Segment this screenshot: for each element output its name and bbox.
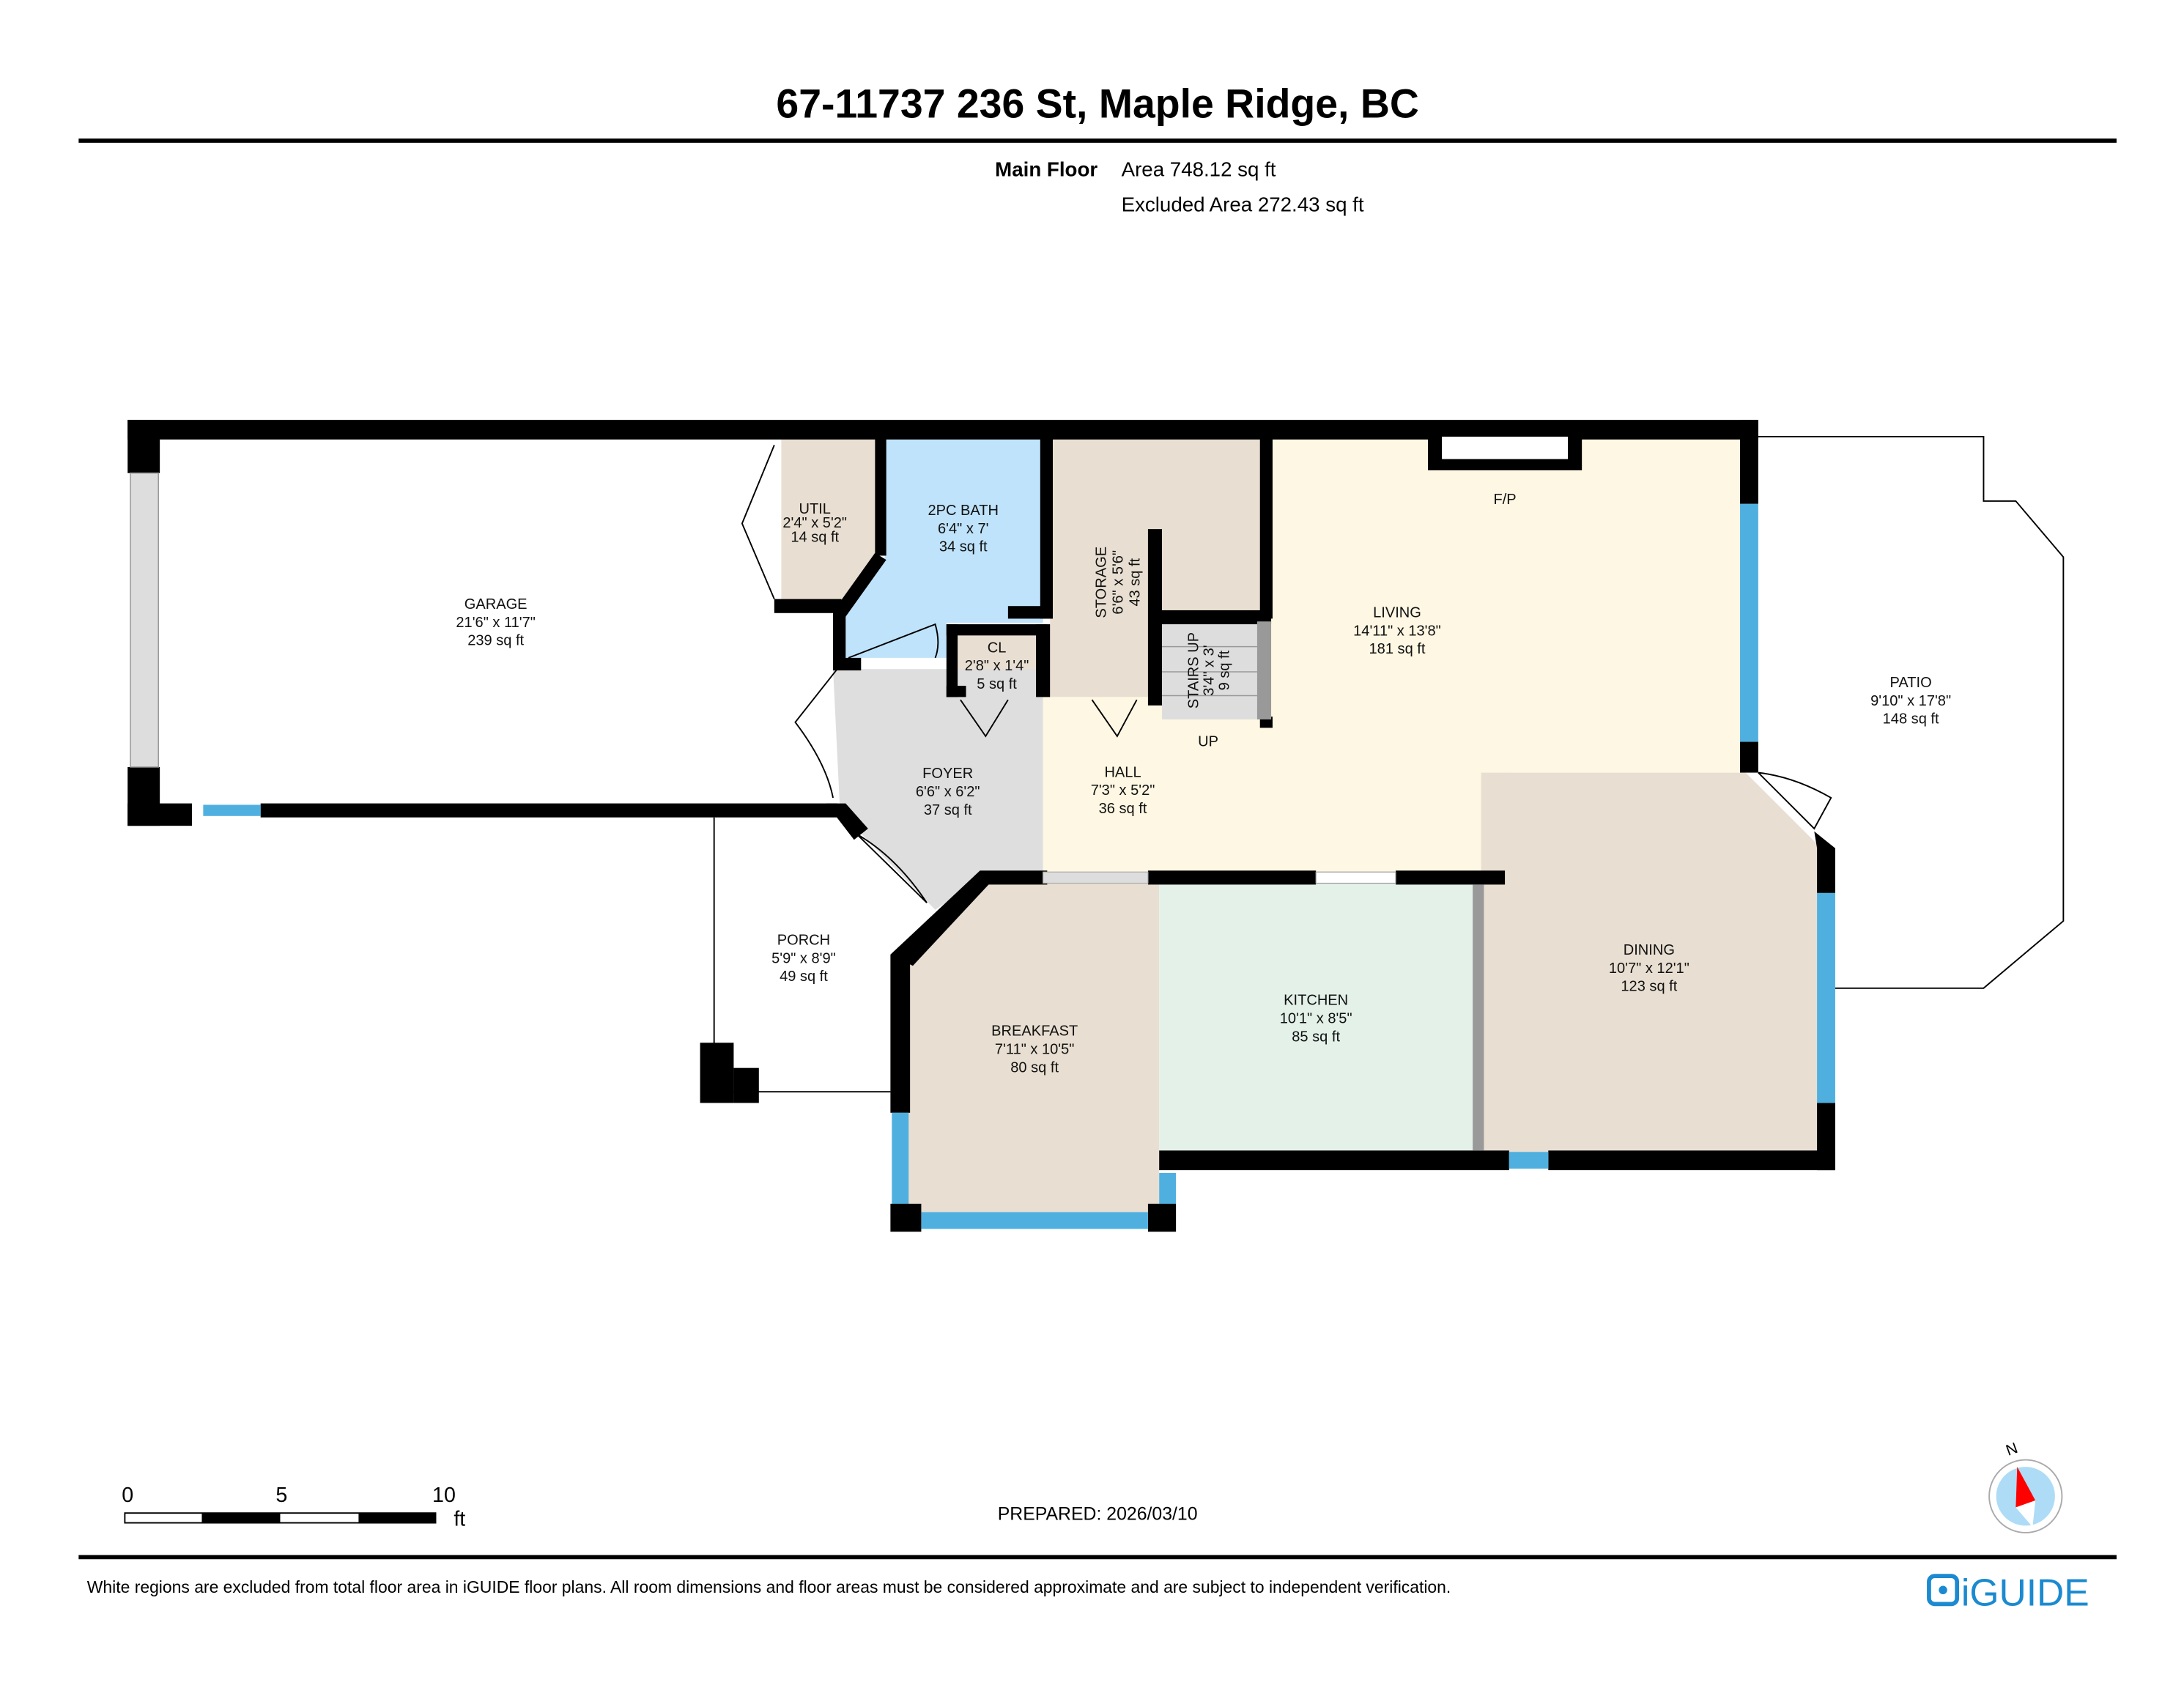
room-dims: 10'7" x 12'1" <box>1609 960 1689 977</box>
floor-area: Area 748.12 sq ft <box>1122 158 1276 181</box>
compass-north-label: N <box>2004 1440 2020 1459</box>
room-area: 14 sq ft <box>791 529 839 545</box>
scale-label-10: 10 <box>432 1484 456 1507</box>
room-dims: 6'4" x 7' <box>938 521 988 537</box>
room-area: 80 sq ft <box>1010 1059 1059 1076</box>
room-name: STORAGE <box>1094 547 1110 618</box>
room-kitchen: KITCHEN 10'1" x 8'5" 85 sq ft <box>1280 993 1352 1045</box>
room-dims: 14'11" x 13'8" <box>1353 623 1441 639</box>
room-area: 85 sq ft <box>1292 1029 1340 1045</box>
page-title: 67-11737 236 St, Maple Ridge, BC <box>776 81 1418 126</box>
room-name: UTIL <box>799 501 831 517</box>
room-dining: DINING 10'7" x 12'1" 123 sq ft <box>1609 942 1689 995</box>
room-garage: GARAGE 21'6" x 11'7" 239 sq ft <box>456 596 535 649</box>
room-area: 5 sq ft <box>977 676 1017 692</box>
room-living: LIVING 14'11" x 13'8" 181 sq ft <box>1353 605 1441 658</box>
logo-text: iGUIDE <box>1961 1571 2089 1613</box>
dining-fill <box>1481 772 1820 1155</box>
room-dims: 7'3" x 5'2" <box>1091 782 1155 799</box>
room-area: 36 sq ft <box>1099 801 1147 817</box>
room-dims: 5'9" x 8'9" <box>771 950 836 966</box>
room-name: PORCH <box>777 933 830 949</box>
room-area: 181 sq ft <box>1369 641 1426 657</box>
stairs-fill <box>1162 621 1267 719</box>
room-dims: 7'11" x 10'5" <box>995 1042 1074 1058</box>
room-name: BREAKFAST <box>991 1023 1078 1040</box>
excluded-area: Excluded Area 272.43 sq ft <box>1122 193 1364 215</box>
room-name: PATIO <box>1890 675 1932 691</box>
room-dims: 6'6" x 5'6" <box>1111 550 1127 615</box>
prepared-date: PREPARED: 2026/03/10 <box>998 1505 1198 1525</box>
room-name: CL <box>988 640 1007 656</box>
room-name: HALL <box>1104 764 1141 780</box>
stair-treads <box>1162 645 1257 697</box>
room-area: 49 sq ft <box>780 969 828 985</box>
header-divider <box>78 138 2117 143</box>
room-dims: 9'10" x 17'8" <box>1870 693 1951 709</box>
disclaimer-text: White regions are excluded from total fl… <box>87 1577 1451 1596</box>
room-breakfast: BREAKFAST 7'11" x 10'5"80 sq ft <box>991 1023 1078 1076</box>
iguide-logo: iGUIDE <box>1927 1571 2089 1613</box>
room-dims: 10'1" x 8'5" <box>1280 1011 1352 1027</box>
room-dims: 6'6" x 6'2" <box>916 784 980 800</box>
room-area: 37 sq ft <box>924 802 972 818</box>
bath-fill <box>840 437 1043 658</box>
room-name: KITCHEN <box>1284 993 1348 1009</box>
room-area: 43 sq ft <box>1127 558 1143 606</box>
room-name: STAIRS UP <box>1186 632 1202 708</box>
room-patio: PATIO 9'10" x 17'8" 148 sq ft <box>1870 675 1951 728</box>
scale-bar: 0 5 10 ft <box>122 1484 465 1530</box>
room-area: 9 sq ft <box>1217 650 1233 690</box>
breakfast-fill <box>903 881 1160 1218</box>
room-dims: 21'6" x 11'7" <box>456 615 535 631</box>
kitchen-fill <box>1159 881 1478 1155</box>
compass-icon: N <box>1988 1440 2063 1533</box>
room-fills <box>781 437 1820 1218</box>
room-name: FOYER <box>922 766 973 782</box>
room-dims: 2'4" x 5'2" <box>782 515 847 531</box>
living-hall-fill <box>1043 437 1746 876</box>
room-area: 239 sq ft <box>467 633 524 649</box>
room-area: 34 sq ft <box>939 539 988 555</box>
scale-label-5: 5 <box>275 1484 287 1507</box>
scale-label-0: 0 <box>122 1484 133 1507</box>
room-name: GARAGE <box>464 596 528 612</box>
scale-unit: ft <box>454 1507 465 1530</box>
room-name: LIVING <box>1373 605 1421 621</box>
room-hall: HALL 7'3" x 5'2" 36 sq ft <box>1091 764 1155 817</box>
room-bath: 2PC BATH 6'4" x 7' 34 sq ft <box>928 503 999 555</box>
room-closet: CL 2'8" x 1'4" 5 sq ft <box>965 640 1029 692</box>
floor-name: Main Floor <box>995 158 1097 181</box>
windows <box>130 472 1835 1229</box>
room-name: DINING <box>1624 942 1675 958</box>
room-dims: 3'4" x 3' <box>1202 645 1218 695</box>
walls <box>127 420 1835 1232</box>
room-foyer: FOYER 6'6" x 6'2" 37 sq ft <box>916 766 980 818</box>
door-swings <box>713 436 2065 1093</box>
room-name: 2PC BATH <box>928 503 999 519</box>
room-area: 123 sq ft <box>1621 979 1677 995</box>
stairs-up-label: UP <box>1198 733 1218 749</box>
fireplace-label: F/P <box>1493 492 1516 508</box>
footer-divider <box>78 1555 2117 1560</box>
room-dims: 2'8" x 1'4" <box>965 658 1029 674</box>
room-area: 148 sq ft <box>1883 711 1939 728</box>
